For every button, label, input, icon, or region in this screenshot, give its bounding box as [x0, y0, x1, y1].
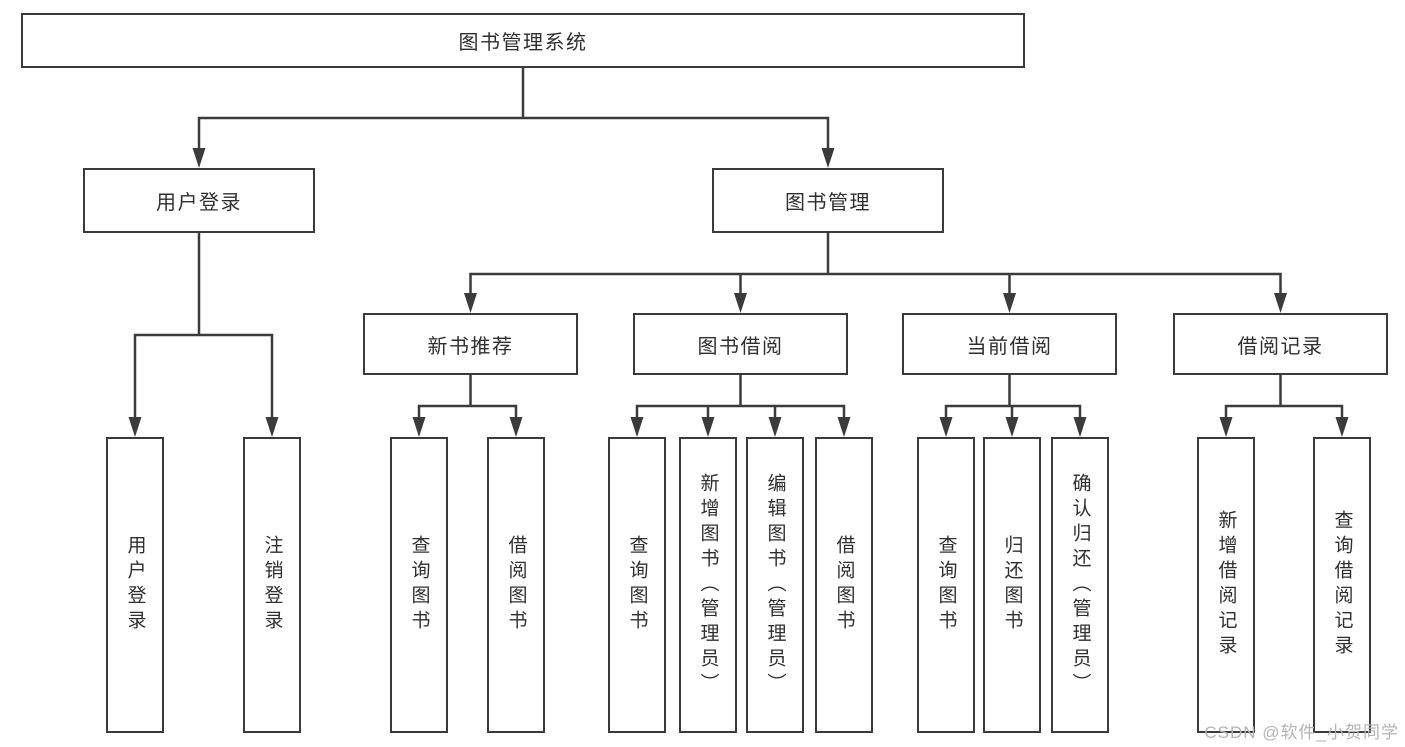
node-label: 确认归还（管理员） — [1069, 472, 1091, 698]
connector-current-borrow-children — [939, 373, 1087, 437]
connector-borrow-records-children — [1219, 373, 1349, 437]
leaf-add-borrow-record: 新增借阅记录 — [1197, 437, 1255, 733]
node-new-book-recommend: 新书推荐 — [363, 313, 578, 375]
node-label: 图书借阅 — [697, 335, 784, 358]
arrowhead-icon — [1003, 293, 1016, 313]
leaf-user-login: 用户登录 — [106, 437, 164, 733]
node-borrowing-records: 借阅记录 — [1173, 313, 1388, 375]
node-label: 查询图书 — [408, 535, 430, 635]
arrowhead-icon — [265, 417, 279, 437]
arrowhead-icon — [464, 293, 477, 313]
arrowhead-icon — [837, 417, 851, 437]
node-label: 用户登录 — [156, 192, 242, 214]
leaf-borrow-book: 借阅图书 — [487, 437, 545, 733]
arrowhead-icon — [939, 417, 953, 437]
csdn-watermark: CSDN @软件_小贺同学 — [1204, 723, 1399, 742]
leaf-logout: 注销登录 — [243, 437, 301, 733]
node-current-borrowing: 当前借阅 — [902, 313, 1117, 375]
node-label: 图书管理 — [785, 192, 871, 214]
arrowhead-icon — [701, 417, 715, 437]
arrowhead-icon — [128, 417, 142, 437]
node-label: 借阅图书 — [505, 535, 527, 635]
node-root: 图书管理系统 — [21, 13, 1025, 68]
leaf-query-book: 查询图书 — [917, 437, 975, 733]
arrowhead-icon — [630, 417, 644, 437]
arrowhead-icon — [768, 417, 782, 437]
connector-book-mgmt-children — [464, 231, 1287, 313]
node-label: 编辑图书（管理员） — [764, 472, 786, 698]
arrowhead-icon — [1219, 417, 1233, 437]
leaf-query-book: 查询图书 — [608, 437, 666, 733]
node-label: 新增借阅记录 — [1215, 510, 1237, 660]
node-label: 借阅记录 — [1237, 335, 1324, 358]
arrowhead-icon — [412, 417, 426, 437]
leaf-add-book-admin: 新增图书（管理员） — [679, 437, 737, 733]
node-label: 注销登录 — [261, 535, 283, 635]
node-label: 新书推荐 — [427, 335, 514, 358]
node-label: 新增图书（管理员） — [697, 472, 719, 698]
leaf-query-book: 查询图书 — [390, 437, 448, 733]
leaf-edit-book-admin: 编辑图书（管理员） — [746, 437, 804, 733]
connector-book-borrow-children — [630, 373, 851, 437]
node-label: 查询借阅记录 — [1331, 510, 1353, 660]
leaf-return-book: 归还图书 — [983, 437, 1041, 733]
node-label: 图书管理系统 — [458, 32, 588, 54]
arrowhead-icon — [192, 148, 206, 168]
leaf-confirm-return-admin: 确认归还（管理员） — [1051, 437, 1109, 733]
node-user-login: 用户登录 — [83, 168, 315, 233]
node-label: 用户登录 — [124, 535, 146, 635]
arrowhead-icon — [1005, 417, 1019, 437]
node-label: 当前借阅 — [966, 335, 1053, 358]
connector-user-login-children — [128, 231, 279, 437]
node-label: 查询图书 — [935, 535, 957, 635]
node-book-borrowing: 图书借阅 — [633, 313, 848, 375]
arrowhead-icon — [734, 293, 747, 313]
node-label: 查询图书 — [626, 535, 648, 635]
node-label: 借阅图书 — [833, 535, 855, 635]
leaf-borrow-book: 借阅图书 — [815, 437, 873, 733]
arrowhead-icon — [509, 417, 523, 437]
arrowhead-icon — [1073, 417, 1087, 437]
arrowhead-icon — [1274, 293, 1287, 313]
connector-root-to-level2 — [192, 66, 835, 168]
leaf-query-borrow-record: 查询借阅记录 — [1313, 437, 1371, 733]
node-book-management: 图书管理 — [712, 168, 944, 233]
arrowhead-icon — [1335, 417, 1349, 437]
connector-new-book-rec-children — [412, 373, 523, 437]
node-label: 归还图书 — [1001, 535, 1023, 635]
arrowhead-icon — [821, 148, 835, 168]
